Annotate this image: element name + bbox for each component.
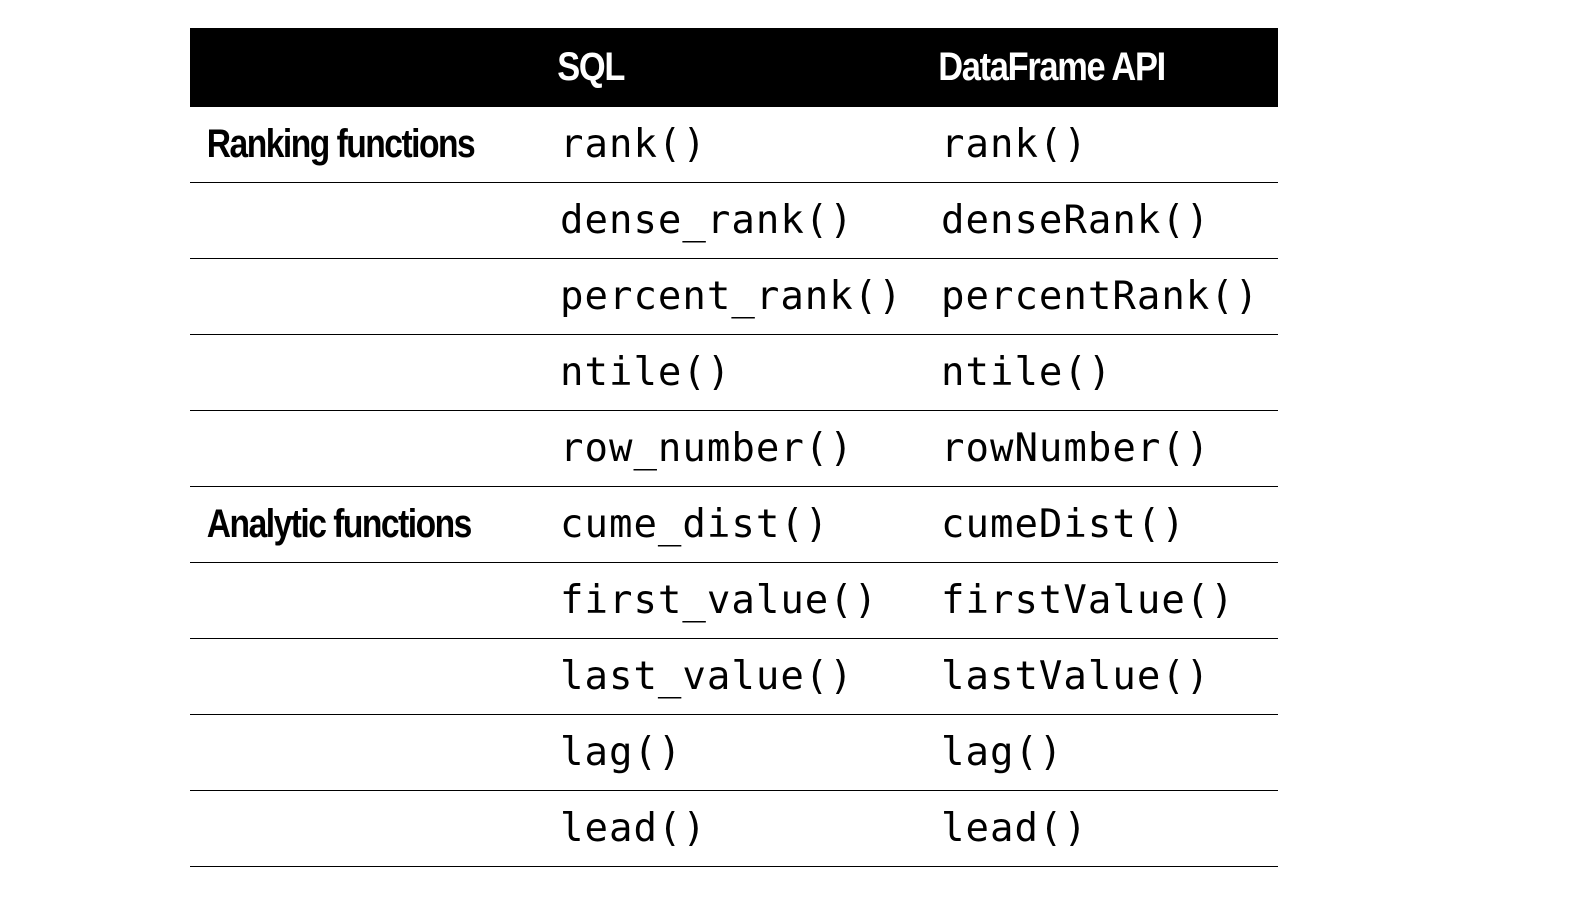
row-api: denseRank() [941,198,1211,243]
functions-table: SQL DataFrame API Ranking functions rank… [190,28,1278,867]
row-sql: rank() [560,122,707,167]
table-row: percent_rank() percentRank() [190,259,1278,335]
row-sql: lead() [560,806,707,851]
row-api: rank() [941,122,1088,167]
table-row: lead() lead() [190,791,1278,867]
row-sql: percent_rank() [560,274,903,319]
table-header: SQL DataFrame API [190,28,1278,107]
row-api: cumeDist() [941,502,1186,547]
table-row: lag() lag() [190,715,1278,791]
row-api: ntile() [941,350,1113,395]
table-row: Analytic functions cume_dist() cumeDist(… [190,487,1278,563]
row-sql: ntile() [560,350,732,395]
row-sql: lag() [560,730,683,775]
table-row: row_number() rowNumber() [190,411,1278,487]
header-dataframe-api: DataFrame API [938,45,1166,89]
table-row: dense_rank() denseRank() [190,183,1278,259]
header-sql: SQL [557,45,625,89]
row-category: Analytic functions [206,502,473,546]
row-sql: first_value() [560,578,879,623]
row-api: firstValue() [941,578,1235,623]
row-sql: row_number() [560,426,854,471]
table-row: last_value() lastValue() [190,639,1278,715]
row-api: percentRank() [941,274,1260,319]
table-row: ntile() ntile() [190,335,1278,411]
row-api: lead() [941,806,1088,851]
row-sql: cume_dist() [560,502,830,547]
row-api: rowNumber() [941,426,1211,471]
row-api: lastValue() [941,654,1211,699]
table-row: Ranking functions rank() rank() [190,107,1278,183]
row-api: lag() [941,730,1064,775]
row-sql: dense_rank() [560,198,854,243]
row-category: Ranking functions [206,122,476,166]
table-row: first_value() firstValue() [190,563,1278,639]
row-sql: last_value() [560,654,854,699]
